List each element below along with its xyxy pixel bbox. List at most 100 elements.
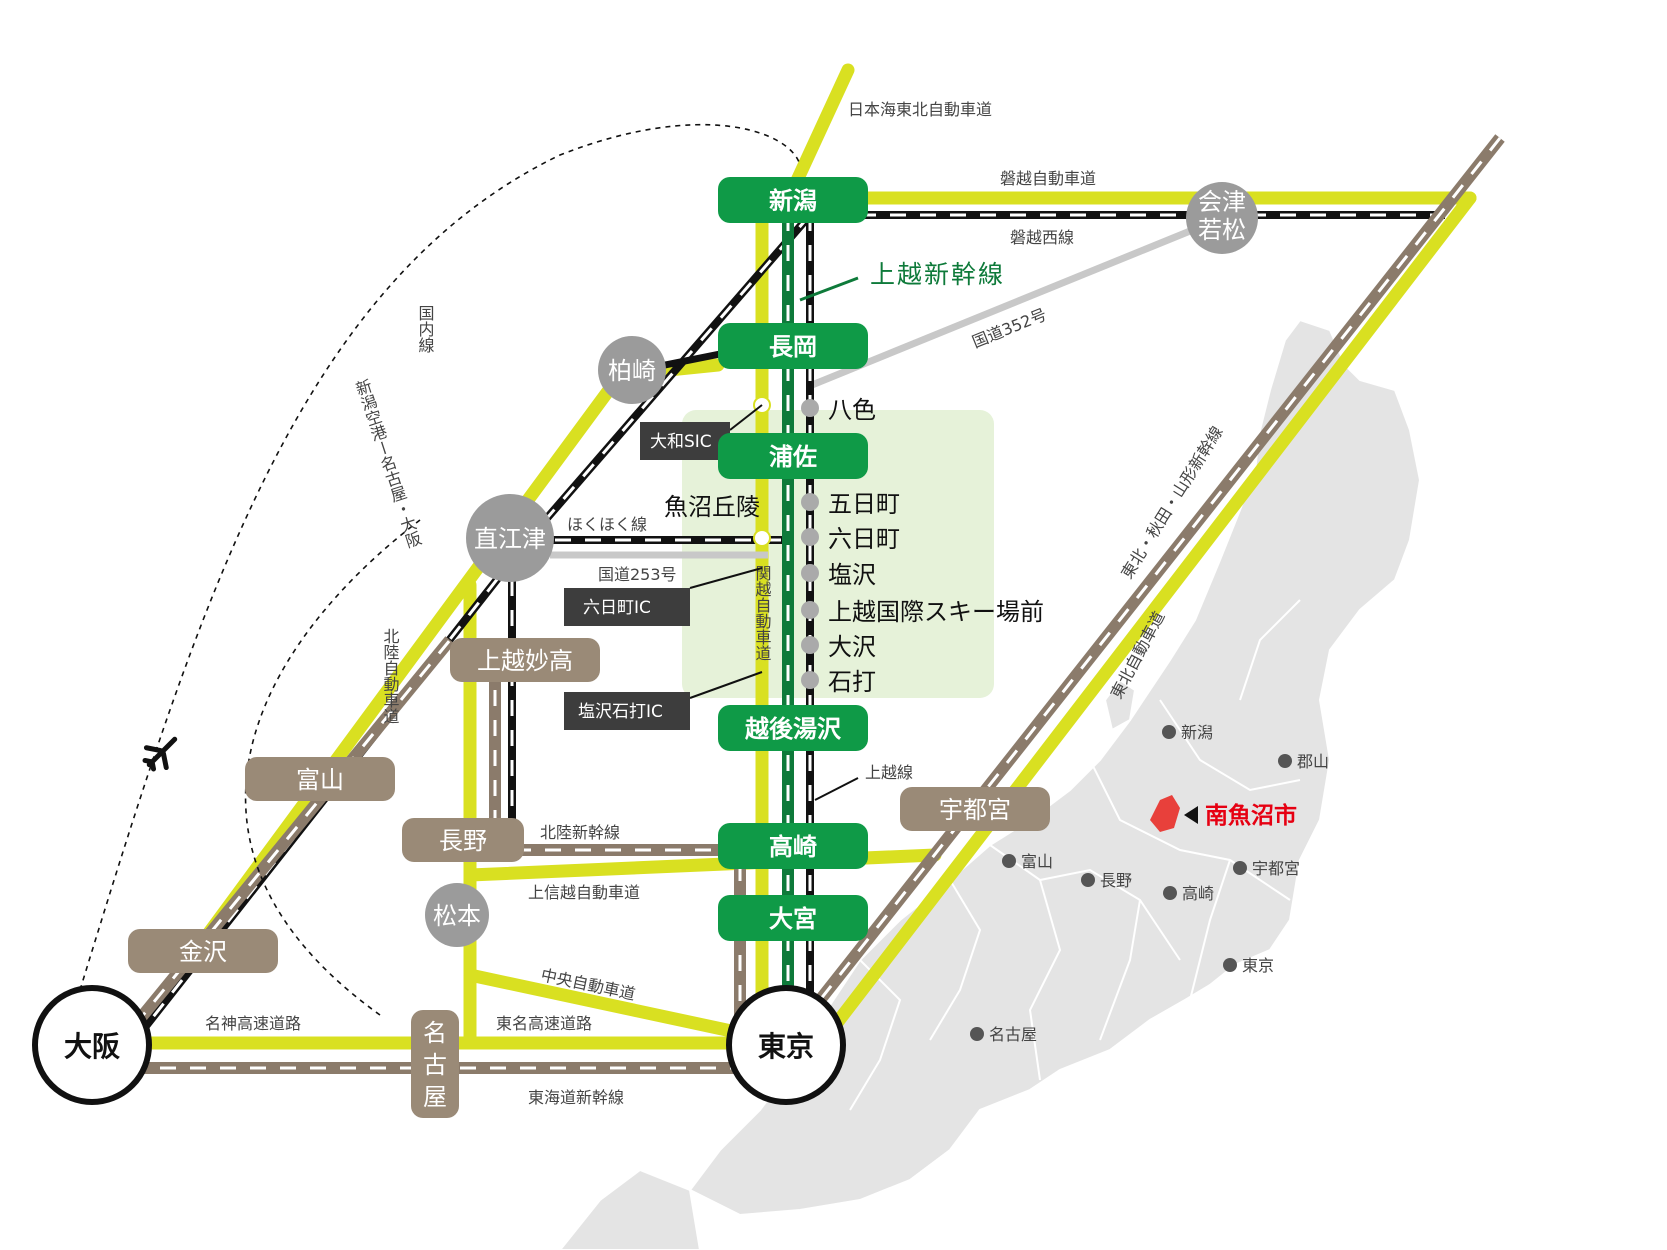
uonuma-kyuryo-label: 魚沼丘陵 [664, 493, 760, 521]
svg-text:宇都宮: 宇都宮 [939, 796, 1011, 824]
airplane-icon [142, 736, 178, 772]
gray-stations: 会津 若松 柏崎 直江津 松本 [425, 182, 1258, 947]
local-stops: 八色 五日町 六日町 塩沢 上越国際スキー場前 大沢 石打 魚沼丘陵 [664, 396, 1044, 696]
station-kanazawa: 金沢 [128, 929, 278, 973]
svg-text:富山: 富山 [296, 766, 344, 794]
label-tokaido: 東海道新幹線 [528, 1088, 624, 1107]
label-joshinetsu: 上信越自動車道 [528, 883, 640, 902]
label-joetsu-line: 上越線 [865, 763, 913, 782]
label-route352: 国道352号 [969, 305, 1049, 352]
label-hokuriku-shinkansen: 北陸新幹線 [540, 823, 620, 842]
station-aizu-wakamatsu: 会津 若松 [1186, 182, 1258, 254]
svg-text:若松: 若松 [1198, 216, 1246, 244]
label-domestic-flight: 国内線 [416, 305, 435, 353]
national-routes [550, 214, 1224, 559]
shinkansen-leader [799, 276, 859, 302]
station-echigo-yuzawa: 越後湯沢 [718, 705, 868, 751]
station-toyama: 富山 [245, 757, 395, 801]
label-hokuriku-exp: 北陸自動車道 [381, 628, 400, 724]
svg-text:大宮: 大宮 [769, 905, 817, 933]
svg-text:東京: 東京 [758, 1030, 814, 1063]
svg-text:屋: 屋 [423, 1083, 447, 1111]
label-banetsu-exp: 磐越自動車道 [1000, 169, 1096, 188]
route-352 [810, 214, 1224, 389]
station-matsumoto: 松本 [425, 883, 489, 947]
svg-text:越後湯沢: 越後湯沢 [745, 715, 842, 743]
svg-text:松本: 松本 [433, 902, 481, 930]
joetsu-shinkansen-label: 上越新幹線 [870, 260, 1005, 289]
green-stations: 新潟 長岡 浦佐 越後湯沢 高崎 大宮 [718, 177, 868, 941]
svg-text:東京: 東京 [1242, 956, 1274, 975]
label-meishin: 名神高速道路 [205, 1014, 301, 1033]
stop-itsukamachi: 五日町 [828, 490, 900, 518]
svg-text:金沢: 金沢 [179, 938, 227, 966]
station-kashiwazaki: 柏崎 [598, 336, 666, 404]
svg-text:長野: 長野 [439, 827, 487, 855]
ic-shiozawa: 塩沢石打IC [564, 692, 690, 730]
inset-highlight-label: 南魚沼市 [1205, 802, 1297, 829]
inset-city-niigata: 新潟 [1162, 723, 1213, 742]
station-joetsu-myoko: 上越妙高 [450, 638, 600, 682]
inset-city-koriyama: 郡山 [1278, 752, 1329, 771]
inset-prefecture-borders [849, 599, 1301, 1111]
inset-land-honshu [688, 318, 1422, 1217]
svg-text:長野: 長野 [1100, 871, 1132, 890]
inset-land-west [558, 1168, 702, 1250]
station-nagoya: 名 古 屋 [411, 1010, 459, 1118]
svg-text:名古屋: 名古屋 [989, 1025, 1037, 1044]
flight-route [79, 123, 801, 1016]
inset-city-takasaki: 高崎 [1163, 884, 1214, 903]
ic-yamato: 大和SIC [640, 422, 730, 460]
station-utsunomiya: 宇都宮 [900, 787, 1050, 831]
stop-muikamachi: 六日町 [828, 525, 900, 553]
stop-yairo: 八色 [828, 396, 876, 424]
svg-text:名: 名 [423, 1019, 447, 1047]
inset-city-nagoya: 名古屋 [970, 1025, 1037, 1044]
tohoku-exp [813, 191, 1477, 1052]
hub-osaka: 大阪 [32, 985, 152, 1105]
label-route253: 国道253号 [598, 565, 677, 584]
svg-text:長岡: 長岡 [769, 333, 817, 361]
svg-text:富山: 富山 [1021, 852, 1053, 871]
ic-muikamachi: 六日町IC [564, 588, 690, 626]
hub-tokyo: 東京 [726, 985, 846, 1105]
svg-text:高崎: 高崎 [769, 833, 817, 861]
svg-text:大和SIC: 大和SIC [650, 432, 712, 452]
label-nihonkai-tohoku: 日本海東北自動車道 [848, 100, 992, 119]
shinkansen-lines [130, 134, 1505, 1074]
inset-city-nagano: 長野 [1081, 871, 1132, 890]
stop-shiozawa: 塩沢 [828, 561, 876, 589]
brown-stations: 上越妙高 富山 金沢 長野 宇都宮 名 古 屋 [128, 638, 1050, 1118]
pointer-triangle-icon [1184, 806, 1198, 824]
label-banetsu-west: 磐越西線 [1010, 228, 1074, 247]
svg-text:上越妙高: 上越妙高 [477, 647, 573, 675]
stop-osawa: 大沢 [828, 633, 876, 661]
svg-text:直江津: 直江津 [474, 525, 546, 553]
stop-ski-resort: 上越国際スキー場前 [828, 598, 1044, 626]
station-nagano: 長野 [402, 818, 524, 862]
joetsu-line-leader [814, 777, 859, 801]
station-nagaoka: 長岡 [718, 323, 868, 369]
station-takasaki: 高崎 [718, 823, 868, 869]
label-kanetsu: 関越自動車道 [753, 565, 772, 661]
minamiuonuma-shape [1150, 795, 1180, 832]
svg-text:塩沢石打IC: 塩沢石打IC [578, 702, 663, 722]
svg-text:六日町IC: 六日町IC [583, 598, 651, 618]
chuo-exp [463, 968, 757, 1042]
station-naoetsu: 直江津 [466, 494, 554, 582]
svg-text:浦佐: 浦佐 [769, 443, 817, 471]
stop-ishiuchi: 石打 [828, 668, 876, 696]
label-flight-route: 新潟空港ー名古屋・大阪 [351, 377, 423, 550]
inset-land-sado [1103, 678, 1137, 732]
svg-text:古: 古 [423, 1051, 447, 1079]
svg-text:新潟: 新潟 [769, 187, 817, 215]
inset-city-utsunomiya: 宇都宮 [1233, 859, 1300, 878]
station-urasa: 浦佐 [718, 433, 868, 479]
inset-city-tokyo: 東京 [1223, 956, 1274, 975]
label-tomei: 東名高速道路 [496, 1014, 592, 1033]
station-niigata: 新潟 [718, 177, 868, 223]
station-omiya: 大宮 [718, 895, 868, 941]
label-hokuhoku: ほくほく線 [567, 515, 647, 534]
svg-text:宇都宮: 宇都宮 [1252, 859, 1300, 878]
svg-text:郡山: 郡山 [1297, 752, 1329, 771]
